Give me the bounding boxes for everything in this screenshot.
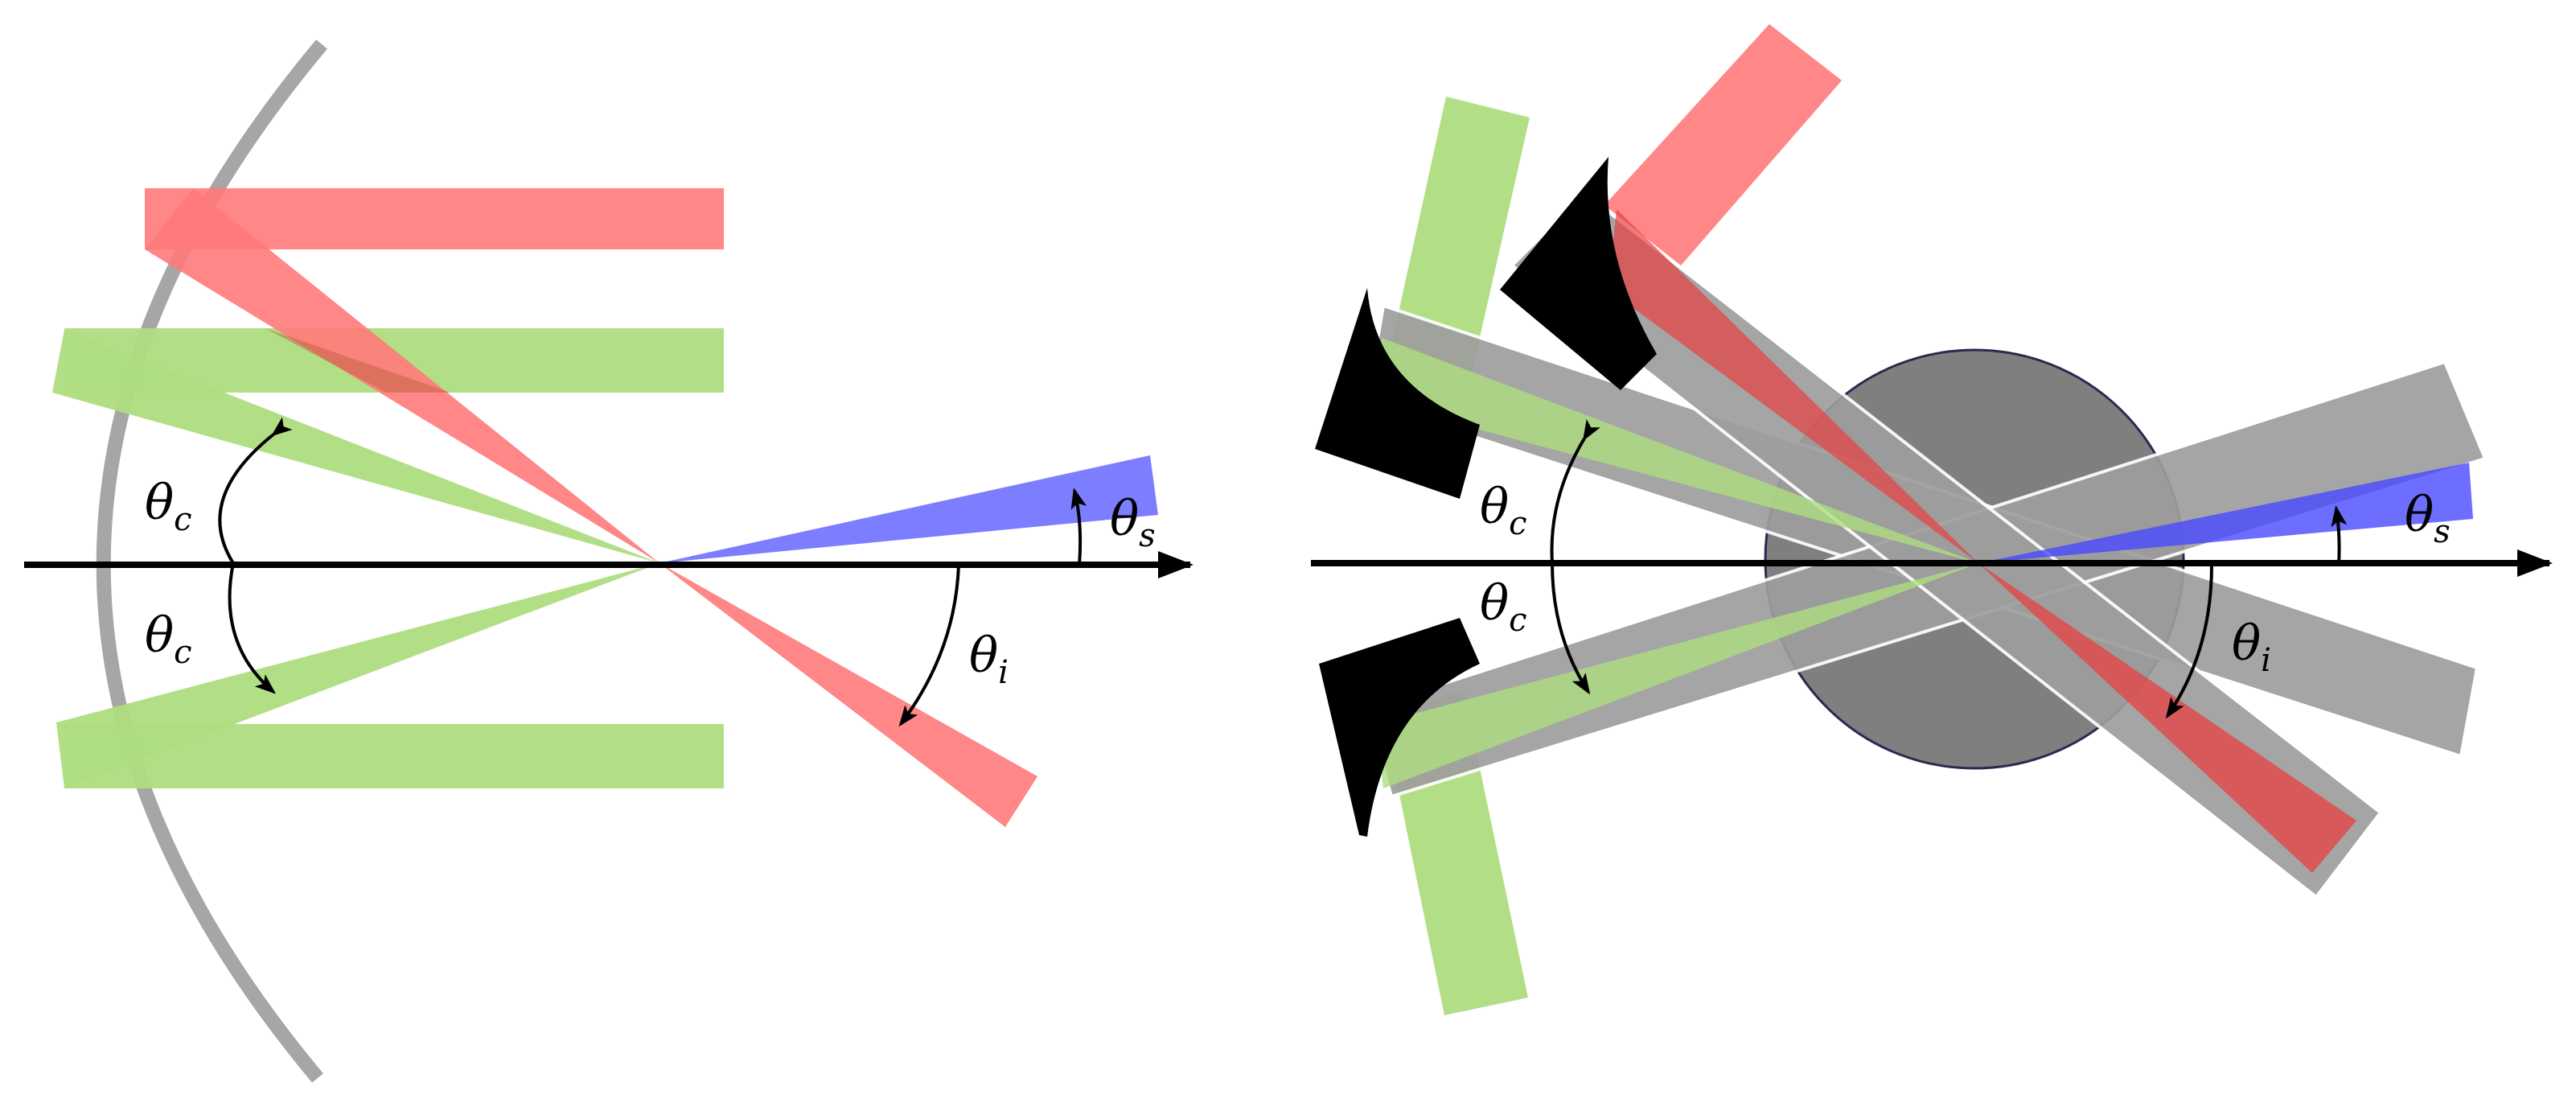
label-theta-i-left: θi bbox=[969, 628, 1009, 691]
label-theta-s-right: θs bbox=[2405, 487, 2451, 550]
red-cone bbox=[145, 188, 659, 563]
label-theta-c-upper-right: θc bbox=[1480, 479, 1527, 542]
right-panel: θc θc θi θs bbox=[1311, 24, 2553, 1015]
label-theta-s-left: θs bbox=[1110, 491, 1156, 554]
black-mirror-lower-green bbox=[1319, 618, 1480, 837]
theta-s-arc-right bbox=[2331, 505, 2348, 566]
red-cone-right bbox=[1608, 209, 1978, 563]
red-beam-right bbox=[1604, 24, 1842, 265]
theta-s-arc-left bbox=[1070, 488, 1087, 566]
theta-c-arc-left bbox=[218, 417, 293, 565]
blue-cone-right bbox=[1978, 463, 2473, 563]
red-green-overlap bbox=[265, 328, 450, 393]
green-cone-lower-right bbox=[1375, 563, 1978, 788]
label-theta-c-upper-left: θc bbox=[145, 475, 192, 538]
label-theta-i-right: θi bbox=[2232, 615, 2271, 679]
theta-c-arc-right-lower bbox=[1551, 562, 1591, 695]
theta-c-arc-right bbox=[1550, 418, 1600, 564]
theta-c-arc-left-lower bbox=[228, 562, 277, 694]
label-theta-c-lower-right: θc bbox=[1480, 575, 1527, 639]
black-mirror-upper-green bbox=[1315, 288, 1480, 499]
red-cone-out bbox=[659, 563, 1037, 827]
label-theta-c-lower-left: θc bbox=[145, 607, 192, 671]
blue-cone bbox=[659, 455, 1158, 563]
green-cone-upper-right bbox=[1377, 338, 1978, 563]
theta-i-arc-right bbox=[2165, 564, 2213, 719]
theta-i-arc-left bbox=[898, 564, 960, 727]
green-cone-lower bbox=[56, 563, 659, 788]
black-mirror-red bbox=[1500, 157, 1657, 390]
left-panel: θc θc θi θs bbox=[24, 39, 1194, 1083]
green-cone-upper bbox=[52, 330, 659, 563]
